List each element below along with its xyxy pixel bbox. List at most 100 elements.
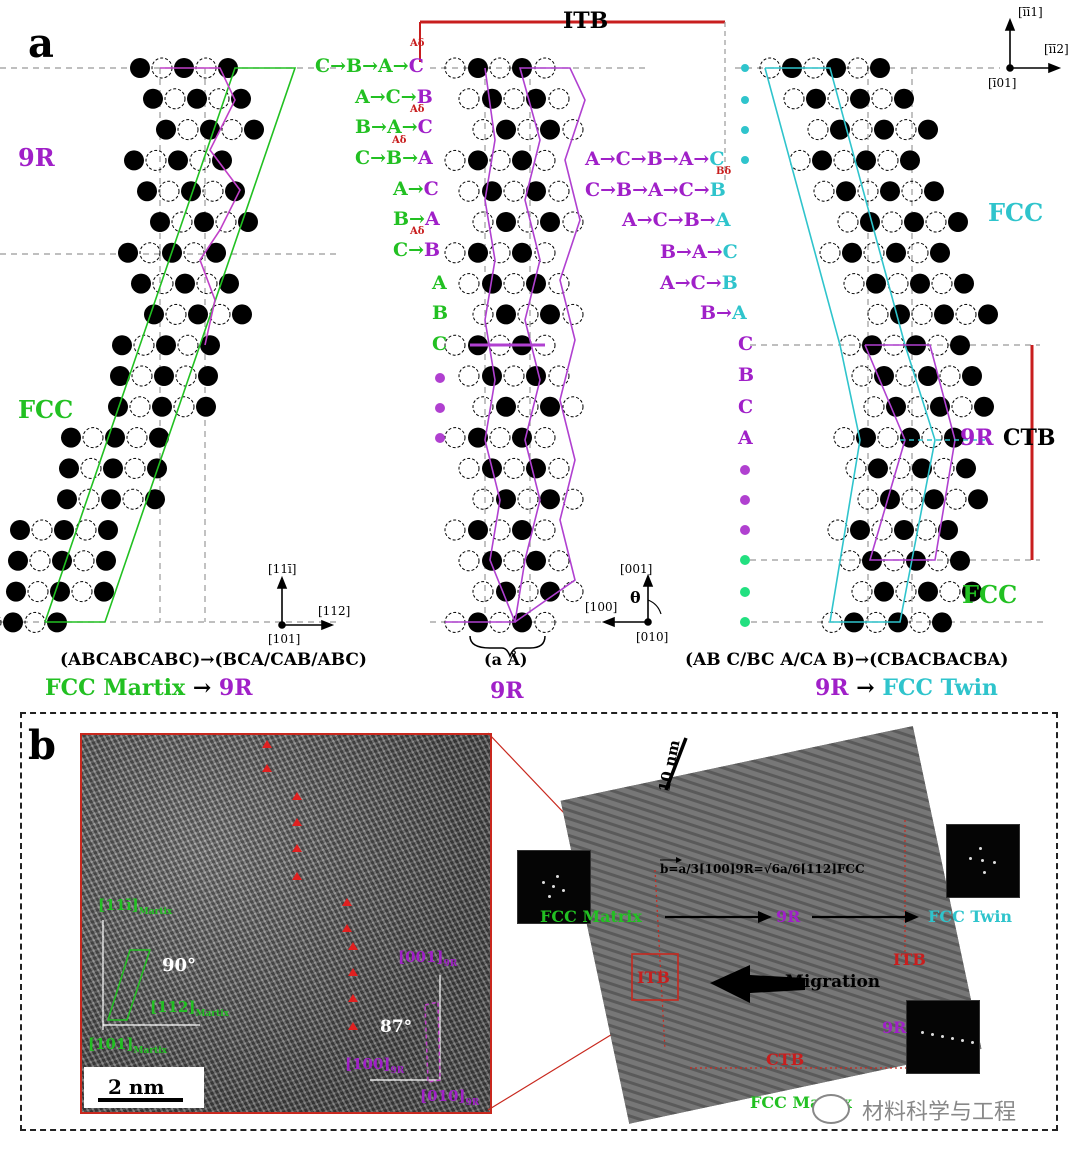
- atom: [8, 550, 28, 571]
- atom: [842, 242, 862, 263]
- atom: [512, 242, 532, 263]
- atom: [836, 181, 856, 202]
- atom: [80, 457, 102, 479]
- atom: [851, 581, 873, 603]
- label-fcc-twin: FCC Twin: [928, 907, 1013, 926]
- atom: [548, 273, 570, 295]
- atom: [112, 335, 132, 356]
- atom: [934, 304, 954, 325]
- stack-left-6: C→B: [393, 239, 441, 261]
- atom: [458, 457, 480, 479]
- axis-left-up: [11ī]: [268, 562, 297, 576]
- atom: [31, 519, 53, 541]
- panel-b-frame: [20, 712, 1058, 1131]
- atom: [881, 211, 903, 233]
- stack-left-9: C: [432, 333, 448, 355]
- dir-111: [11ī]Martix: [98, 896, 173, 917]
- atom: [833, 149, 855, 171]
- label-fcc-matrix: FCC Matrix: [540, 907, 642, 926]
- atom: [124, 150, 144, 171]
- caption-mid: 9R: [490, 678, 524, 704]
- atom: [221, 119, 243, 141]
- fcc-cell-left: [44, 67, 297, 623]
- atom: [145, 489, 165, 510]
- atom: [901, 180, 923, 202]
- label-fcc-right-bottom: FCC: [962, 580, 1018, 609]
- atom: [143, 88, 163, 109]
- atom: [548, 457, 570, 479]
- atom: [154, 366, 174, 386]
- stack-right-5: B→A: [700, 302, 747, 324]
- atom: [807, 119, 829, 141]
- caption-right: 9R → FCC Twin: [815, 675, 998, 701]
- atom: [219, 273, 239, 294]
- atom: [29, 550, 51, 572]
- atom: [517, 303, 539, 325]
- atom: [968, 489, 988, 510]
- atom: [938, 520, 958, 540]
- atom: [444, 427, 466, 449]
- atom: [444, 334, 466, 356]
- atom: [3, 612, 23, 633]
- label-9r-left: 9R: [18, 143, 55, 172]
- atom: [931, 273, 953, 295]
- stack-right-1: C→B→A→C→B: [585, 179, 726, 201]
- atom: [924, 181, 944, 202]
- atom: [930, 242, 950, 263]
- atom: [173, 396, 195, 418]
- label-itb-left: ITB: [637, 968, 670, 987]
- atom: [954, 273, 974, 294]
- label-ctb: CTB: [1003, 425, 1056, 451]
- atom: [129, 396, 151, 418]
- atom: [924, 489, 944, 510]
- atom: [813, 180, 835, 202]
- atom: [468, 150, 488, 171]
- panel-a-diagram: [0, 17, 1062, 659]
- dir-001: [001]9R: [398, 948, 458, 969]
- atom: [526, 366, 546, 386]
- atom: [187, 88, 207, 109]
- stack-right-8: C: [738, 396, 754, 418]
- stack-left-5: B→A: [393, 208, 440, 230]
- axes-left: [276, 575, 335, 631]
- atom: [472, 581, 494, 603]
- panel-a-label: a: [28, 20, 54, 67]
- 9r-path-left: [160, 67, 241, 346]
- stack-left-7: A: [432, 272, 447, 294]
- atom: [962, 581, 982, 602]
- axis-mid-angle: θ: [630, 588, 641, 607]
- atoms-mid: [444, 57, 584, 633]
- atom: [562, 303, 584, 325]
- atom: [496, 304, 516, 325]
- atom: [503, 88, 525, 110]
- fft-inset-2: [946, 824, 1020, 898]
- angle-87: 87°: [380, 1017, 413, 1037]
- atom: [812, 150, 832, 171]
- atom: [27, 581, 49, 603]
- atom: [843, 273, 865, 295]
- atom: [206, 242, 226, 263]
- atom: [444, 519, 466, 541]
- atom: [150, 212, 170, 232]
- atom: [98, 520, 118, 540]
- atom: [198, 366, 218, 386]
- fft-inset-3: [906, 1000, 980, 1074]
- atom: [152, 273, 174, 295]
- atom: [870, 58, 890, 78]
- atom: [82, 427, 104, 449]
- hrtem-image: [80, 733, 492, 1114]
- 9r-path-mid-1: [445, 67, 517, 623]
- itb-label: ITB: [563, 8, 609, 34]
- label-9r-right: 9R: [960, 425, 994, 451]
- atom: [540, 396, 560, 417]
- dot-column-mid: [435, 64, 750, 627]
- atom: [458, 550, 480, 572]
- atom: [194, 212, 214, 232]
- label-9r-b: 9R: [776, 907, 801, 926]
- 9r-path-mid-2: [514, 67, 586, 623]
- atom: [534, 519, 556, 541]
- atom: [517, 396, 539, 418]
- atom: [833, 427, 855, 449]
